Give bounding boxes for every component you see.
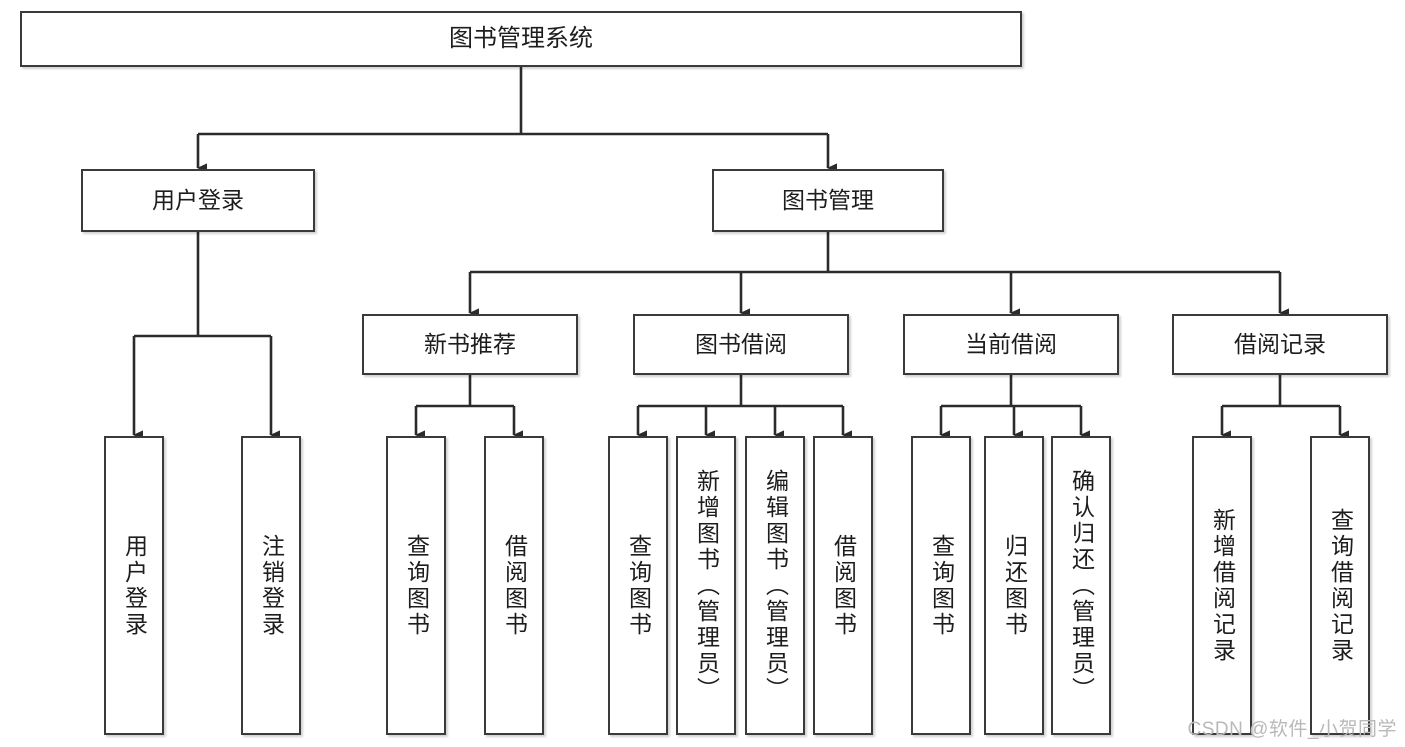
node-leaf-cur-confirm[interactable]: 确认归还（管理员） <box>1051 436 1111 735</box>
node-label: 注销登录 <box>258 533 285 638</box>
node-label: 当前借阅 <box>965 330 1057 357</box>
node-label: 用户登录 <box>152 186 244 213</box>
node-label: 查询图书 <box>928 533 955 638</box>
node-root[interactable]: 图书管理系统 <box>20 11 1022 67</box>
node-label: 确认归还（管理员） <box>1068 468 1095 703</box>
node-leaf-cur-return[interactable]: 归还图书 <box>984 436 1044 735</box>
node-leaf-borrow-lend[interactable]: 借阅图书 <box>813 436 873 735</box>
node-label: 借阅图书 <box>501 533 528 638</box>
node-leaf-rec-borrow[interactable]: 借阅图书 <box>484 436 544 735</box>
node-new-book-rec[interactable]: 新书推荐 <box>362 314 578 375</box>
node-label: 归还图书 <box>1001 533 1028 638</box>
node-leaf-user-logout[interactable]: 注销登录 <box>241 436 301 735</box>
node-leaf-user-login[interactable]: 用户登录 <box>104 436 164 735</box>
node-leaf-borrow-add[interactable]: 新增图书（管理员） <box>676 436 736 735</box>
node-label: 图书管理 <box>782 186 874 213</box>
node-label: 查询图书 <box>403 533 430 638</box>
node-leaf-cur-query[interactable]: 查询图书 <box>911 436 971 735</box>
tree-connectors <box>132 67 1349 440</box>
node-label: 新增图书（管理员） <box>693 468 720 703</box>
node-label: 借阅图书 <box>830 533 857 638</box>
node-label: 图书借阅 <box>695 330 787 357</box>
node-label: 新书推荐 <box>424 330 516 357</box>
node-label: 编辑图书（管理员） <box>762 468 789 703</box>
node-leaf-rec-add[interactable]: 新增借阅记录 <box>1192 436 1252 735</box>
node-leaf-borrow-query[interactable]: 查询图书 <box>608 436 668 735</box>
node-label: 图书管理系统 <box>449 24 593 52</box>
node-label: 查询借阅记录 <box>1327 507 1354 664</box>
node-book-manage[interactable]: 图书管理 <box>712 169 944 232</box>
node-label: 新增借阅记录 <box>1209 507 1236 664</box>
node-current-borrow[interactable]: 当前借阅 <box>903 314 1119 375</box>
node-label: 查询图书 <box>625 533 652 638</box>
node-leaf-rec-query2[interactable]: 查询借阅记录 <box>1310 436 1370 735</box>
node-label: 借阅记录 <box>1234 330 1326 357</box>
node-leaf-rec-query[interactable]: 查询图书 <box>386 436 446 735</box>
node-borrow-record[interactable]: 借阅记录 <box>1172 314 1388 375</box>
node-book-borrow[interactable]: 图书借阅 <box>633 314 849 375</box>
node-label: 用户登录 <box>121 533 148 638</box>
node-leaf-borrow-edit[interactable]: 编辑图书（管理员） <box>745 436 805 735</box>
node-user-login[interactable]: 用户登录 <box>81 169 315 232</box>
watermark-text: CSDN @软件_小贺同学 <box>1187 719 1397 740</box>
